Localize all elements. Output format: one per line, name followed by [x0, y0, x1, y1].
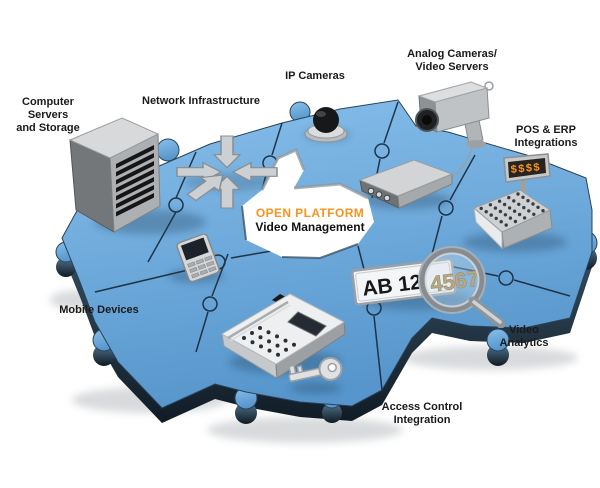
server-tower-icon [68, 117, 161, 233]
video-management-subtitle: Video Management [255, 220, 365, 234]
label-network-infrastructure: Network Infrastructure [121, 95, 281, 108]
label-line: IP Cameras [285, 70, 345, 82]
keypad-screen [287, 311, 327, 337]
label-line: Computer Servers [22, 96, 74, 121]
label-open-platform-video-management: OPEN PLATFORM Video Management [235, 206, 385, 234]
label-pos-erp-integrations: POS & ERP Integrations [496, 124, 596, 150]
label-line: Mobile Devices [59, 304, 139, 316]
label-line: Analog Cameras/ [407, 48, 497, 60]
server-vents [116, 145, 154, 217]
label-analog-cameras-video-servers: Analog Cameras/ Video Servers [392, 48, 512, 74]
label-line: and Storage [16, 122, 80, 134]
license-plate-icon: AB 12 4567 [351, 246, 505, 328]
cash-register-icon: $$$$ [473, 153, 553, 250]
label-line: Network Infrastructure [142, 95, 260, 107]
magnified-digits: 4567 [429, 265, 481, 297]
open-platform-title: OPEN PLATFORM [255, 206, 365, 220]
register-keypad [479, 192, 545, 227]
label-line: Access Control [381, 401, 463, 413]
label-video-analytics: Video Analytics [474, 324, 574, 350]
label-line: POS & ERP [516, 124, 576, 136]
register-display-text: $$$$ [510, 161, 541, 176]
dome-camera-icon [304, 107, 348, 143]
box-camera-icon [415, 81, 494, 187]
label-mobile-devices: Mobile Devices [39, 304, 159, 317]
label-line: Video Servers [415, 61, 489, 73]
video-server-icon [358, 159, 454, 209]
license-plate-digits-text: 4567 [429, 266, 481, 297]
label-line: Video [509, 324, 539, 336]
label-line: Analytics [499, 337, 549, 349]
magnifier-icon [418, 246, 505, 328]
network-hub-arrows-icon [176, 135, 278, 209]
label-access-control-integration: Access Control Integration [362, 401, 482, 427]
label-ip-cameras: IP Cameras [265, 70, 365, 83]
label-line: Integration [393, 414, 451, 426]
keypad-keys [242, 326, 296, 357]
label-computer-servers-storage: Computer Servers and Storage [2, 96, 94, 135]
mobile-phone-icon [176, 234, 220, 283]
access-keypad-icon [220, 293, 346, 379]
key-icon [288, 356, 343, 382]
label-line: Integrations [514, 137, 578, 149]
